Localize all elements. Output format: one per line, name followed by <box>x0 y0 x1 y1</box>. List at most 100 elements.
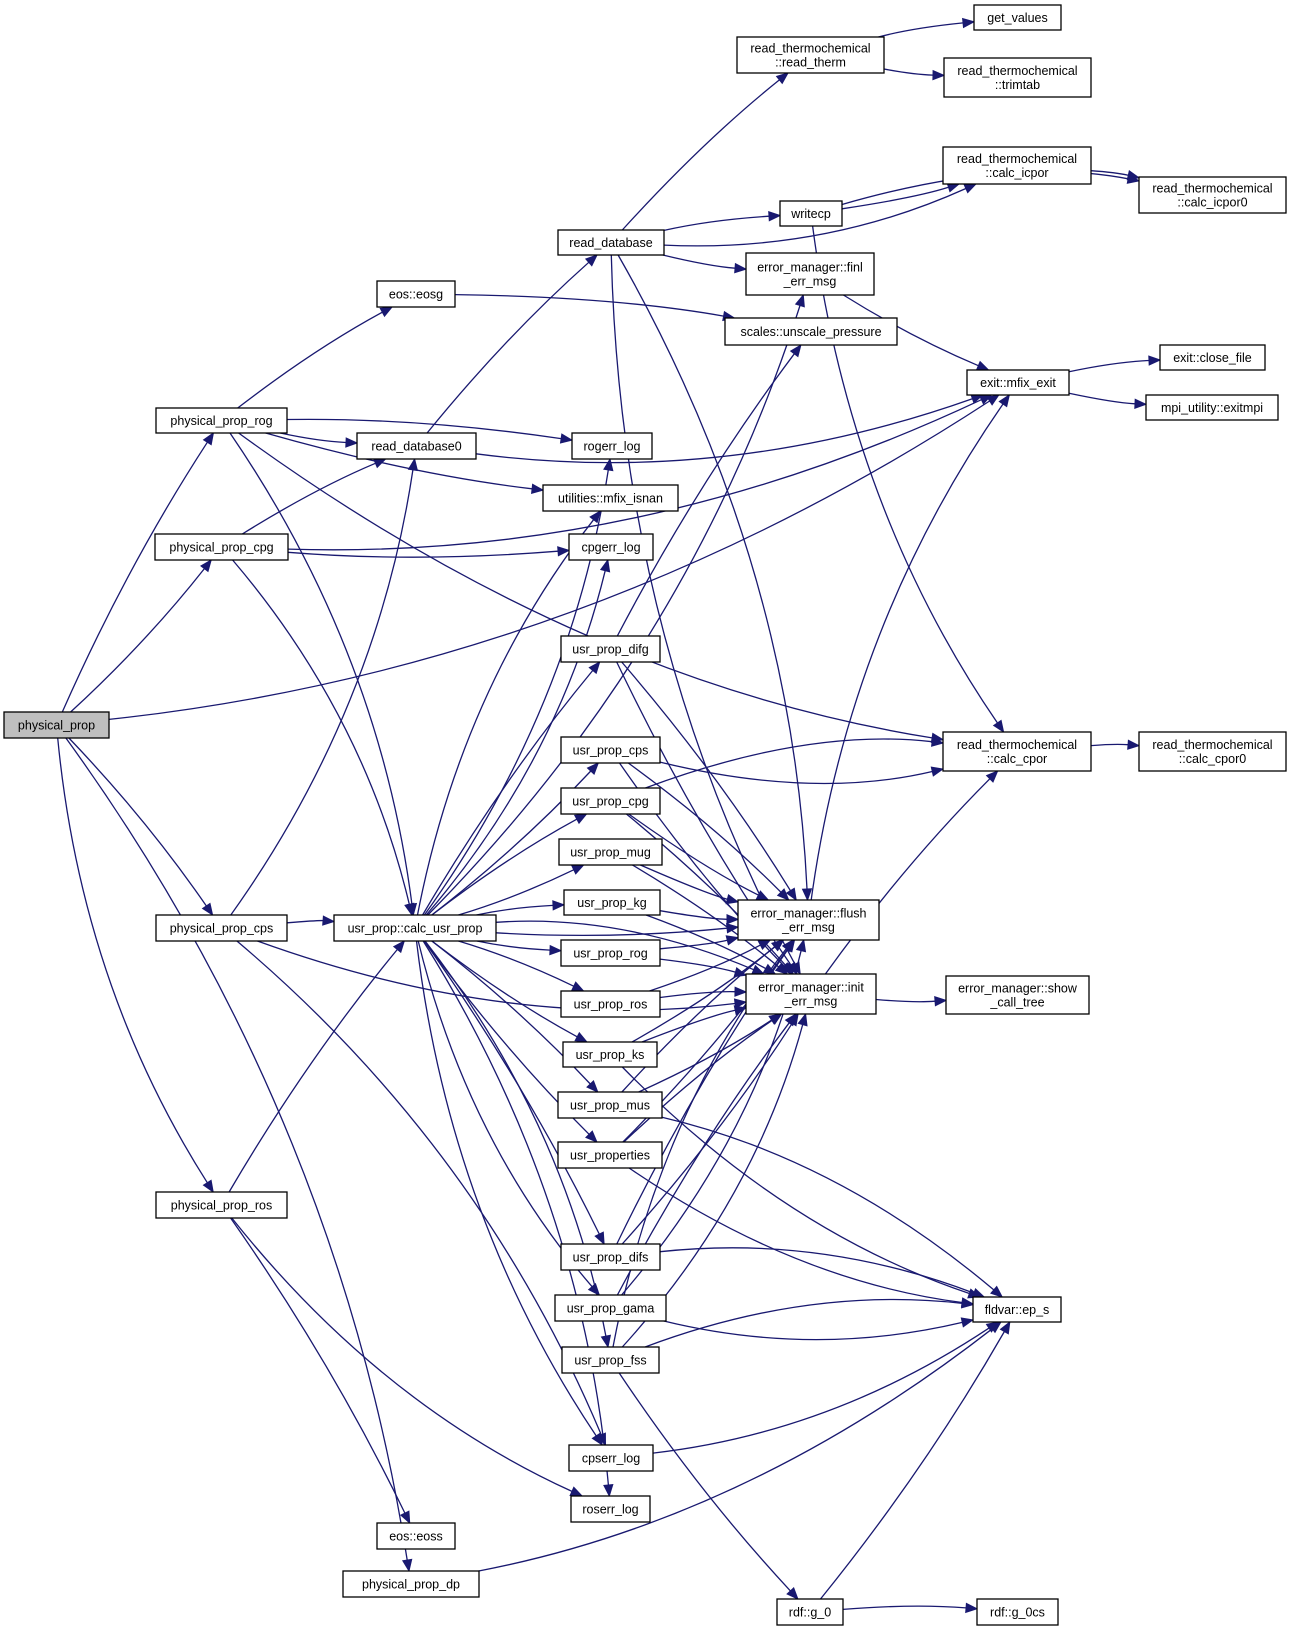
node-usr-prop-difg[interactable]: usr_prop_difg <box>560 635 661 663</box>
edges-layer <box>57 17 1162 1614</box>
arrowhead-icon <box>781 938 794 953</box>
node-get-values[interactable]: get_values <box>973 4 1062 31</box>
edge-physical_prop-to-physical_prop_cps <box>68 737 214 917</box>
node-usr-prop-ros[interactable]: usr_prop_ros <box>560 990 661 1018</box>
node-usr-prop-kg[interactable]: usr_prop_kg <box>563 889 661 916</box>
node-box <box>333 914 497 942</box>
node-label: usr_properties <box>570 1149 650 1163</box>
node-mfix-isnan[interactable]: utilities::mfix_isnan <box>542 484 679 512</box>
node-calc-cpor[interactable]: read_thermochemical::calc_cpor <box>942 731 1092 772</box>
arrowhead-icon <box>932 69 946 81</box>
node-read-database0[interactable]: read_database0 <box>356 432 477 460</box>
edge-line <box>645 738 933 789</box>
edge-usr_properties-to-ep_s <box>628 1167 975 1308</box>
node-label: usr_prop_mug <box>570 846 651 860</box>
node-label: usr_prop_cps <box>573 744 649 758</box>
node-physical-prop[interactable]: physical_prop <box>3 711 110 739</box>
node-usr-prop-rog[interactable]: usr_prop_rog <box>560 939 661 967</box>
node-cpgerr-log[interactable]: cpgerr_log <box>568 533 654 561</box>
node-read-database[interactable]: read_database <box>557 229 665 256</box>
edge-line <box>628 1167 963 1304</box>
arrowhead-icon <box>781 961 795 975</box>
edge-line <box>883 68 934 76</box>
arrowhead-icon <box>733 998 748 1009</box>
node-cpserr-log[interactable]: cpserr_log <box>568 1444 654 1472</box>
node-calc-cpor0[interactable]: read_thermochemical::calc_cpor0 <box>1138 731 1287 772</box>
node-eos-eoss[interactable]: eos::eoss <box>376 1522 456 1550</box>
node-trimtab[interactable]: read_thermochemical::trimtab <box>943 57 1092 98</box>
arrowhead-icon <box>785 887 797 902</box>
node-finl-err-msg[interactable]: error_manager::finl_err_msg <box>745 252 875 296</box>
node-usr-prop-fss[interactable]: usr_prop_fss <box>561 1346 660 1374</box>
node-label: usr_prop_difg <box>572 643 648 657</box>
node-box <box>1145 394 1279 421</box>
node-read-therm[interactable]: read_thermochemical::read_therm <box>736 36 885 74</box>
node-ep-s[interactable]: fldvar::ep_s <box>972 1296 1062 1323</box>
node-writecp[interactable]: writecp <box>779 200 843 227</box>
edge-line <box>425 570 606 916</box>
node-calc-icpor0[interactable]: read_thermochemical::calc_icpor0 <box>1138 176 1287 214</box>
node-physical-prop-ros[interactable]: physical_prop_ros <box>155 1191 288 1219</box>
edge-line <box>236 940 602 1436</box>
node-calc-icpor[interactable]: read_thermochemical::calc_icpor <box>942 146 1092 185</box>
edge-physical_prop-to-physical_prop_ros <box>57 737 214 1194</box>
node-usr-prop-cpg[interactable]: usr_prop_cpg <box>560 787 661 815</box>
edge-line <box>659 939 728 950</box>
node-box <box>562 1041 658 1068</box>
node-usr-prop-ks[interactable]: usr_prop_ks <box>562 1041 658 1068</box>
node-close-file[interactable]: exit::close_file <box>1159 344 1266 371</box>
node-init-err-msg[interactable]: error_manager::init_err_msg <box>745 973 877 1015</box>
node-mfix-exit[interactable]: exit::mfix_exit <box>966 369 1070 396</box>
node-eos-eosg[interactable]: eos::eosg <box>376 280 456 308</box>
arrowhead-icon <box>784 1012 797 1027</box>
node-g-0[interactable]: rdf::g_0 <box>776 1598 844 1626</box>
edge-line <box>237 311 383 409</box>
node-show-call-tree[interactable]: error_manager::show_call_tree <box>945 975 1090 1015</box>
node-box <box>966 369 1070 396</box>
edge-line <box>659 958 736 973</box>
node-usr-prop-gama[interactable]: usr_prop_gama <box>554 1294 667 1322</box>
node-usr-prop-mus[interactable]: usr_prop_mus <box>557 1091 663 1119</box>
node-box <box>557 1091 663 1119</box>
node-box <box>745 973 877 1015</box>
node-physical-prop-dp[interactable]: physical_prop_dp <box>342 1570 480 1598</box>
node-usr-properties[interactable]: usr_properties <box>557 1141 663 1169</box>
arrowhead-icon <box>594 1231 605 1246</box>
node-label: error_manager::init <box>758 981 864 995</box>
arrowhead-icon <box>401 1558 413 1573</box>
node-usr-prop-cps[interactable]: usr_prop_cps <box>560 736 661 764</box>
arrowhead-icon <box>571 981 585 992</box>
edge-line <box>231 1217 573 1492</box>
node-box <box>560 787 661 815</box>
edge-usr_prop_rog-to-init_err_msg <box>659 958 748 978</box>
arrowhead-icon <box>573 813 588 825</box>
arrowhead-icon <box>392 939 406 954</box>
node-rogerr-log[interactable]: rogerr_log <box>571 432 653 460</box>
node-calc-usr-prop[interactable]: usr_prop::calc_usr_prop <box>333 914 497 942</box>
node-physical-prop-cpg[interactable]: physical_prop_cpg <box>154 533 289 561</box>
node-box <box>1138 731 1287 772</box>
edge-line <box>478 1328 993 1572</box>
arrowhead-icon <box>586 762 600 775</box>
node-exitmpi[interactable]: mpi_utility::exitmpi <box>1145 394 1279 421</box>
edge-calc_usr_prop-to-usr_prop_mug <box>458 864 585 916</box>
arrowhead-icon <box>200 558 213 573</box>
node-g-0cs[interactable]: rdf::g_0cs <box>976 1598 1059 1626</box>
node-label: ::calc_icpor0 <box>1177 196 1247 210</box>
edge-line <box>663 187 967 247</box>
node-label: read_thermochemical <box>1152 182 1272 196</box>
edge-physical_prop_rog-to-calc_cpor <box>238 432 945 744</box>
edge-read_database0-to-read_database <box>426 254 598 434</box>
node-label: ::calc_cpor <box>987 752 1047 766</box>
node-physical-prop-rog[interactable]: physical_prop_rog <box>155 407 288 434</box>
node-flush-err-msg[interactable]: error_manager::flush_err_msg <box>737 899 880 941</box>
edge-line <box>623 1019 773 1143</box>
arrowhead-icon <box>603 1484 614 1498</box>
node-unscale-pressure[interactable]: scales::unscale_pressure <box>724 317 898 346</box>
node-roserr-log[interactable]: roserr_log <box>570 1495 651 1523</box>
edge-line <box>287 399 982 551</box>
node-physical-prop-cps[interactable]: physical_prop_cps <box>155 914 288 942</box>
node-usr-prop-difs[interactable]: usr_prop_difs <box>560 1243 661 1271</box>
node-usr-prop-mug[interactable]: usr_prop_mug <box>558 838 663 866</box>
node-label: read_thermochemical <box>957 64 1077 78</box>
